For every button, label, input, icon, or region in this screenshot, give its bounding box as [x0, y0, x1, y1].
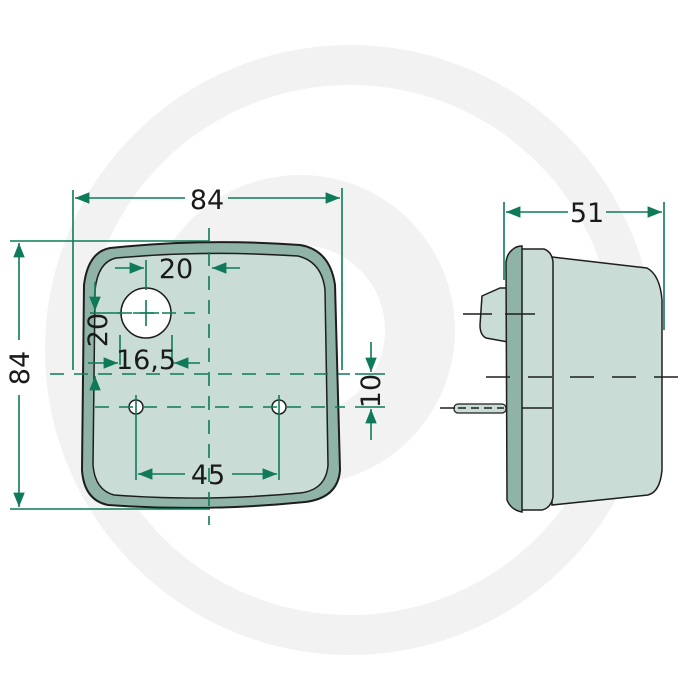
hole-offset-x-label: 20 [159, 254, 193, 285]
mount-spacing-label: 45 [191, 460, 225, 491]
hole-offset-y-label: 20 [83, 313, 114, 347]
mount-offset-label: 10 [356, 374, 387, 408]
side-depth-label: 51 [570, 198, 604, 229]
side-view-lamp [453, 245, 663, 513]
hole-diameter-label: 16,5 [116, 345, 176, 376]
front-view-dimensions [10, 188, 385, 525]
front-height-label: 84 [5, 351, 36, 385]
side-view-dimensions [440, 202, 685, 409]
front-width-label: 84 [190, 185, 224, 216]
